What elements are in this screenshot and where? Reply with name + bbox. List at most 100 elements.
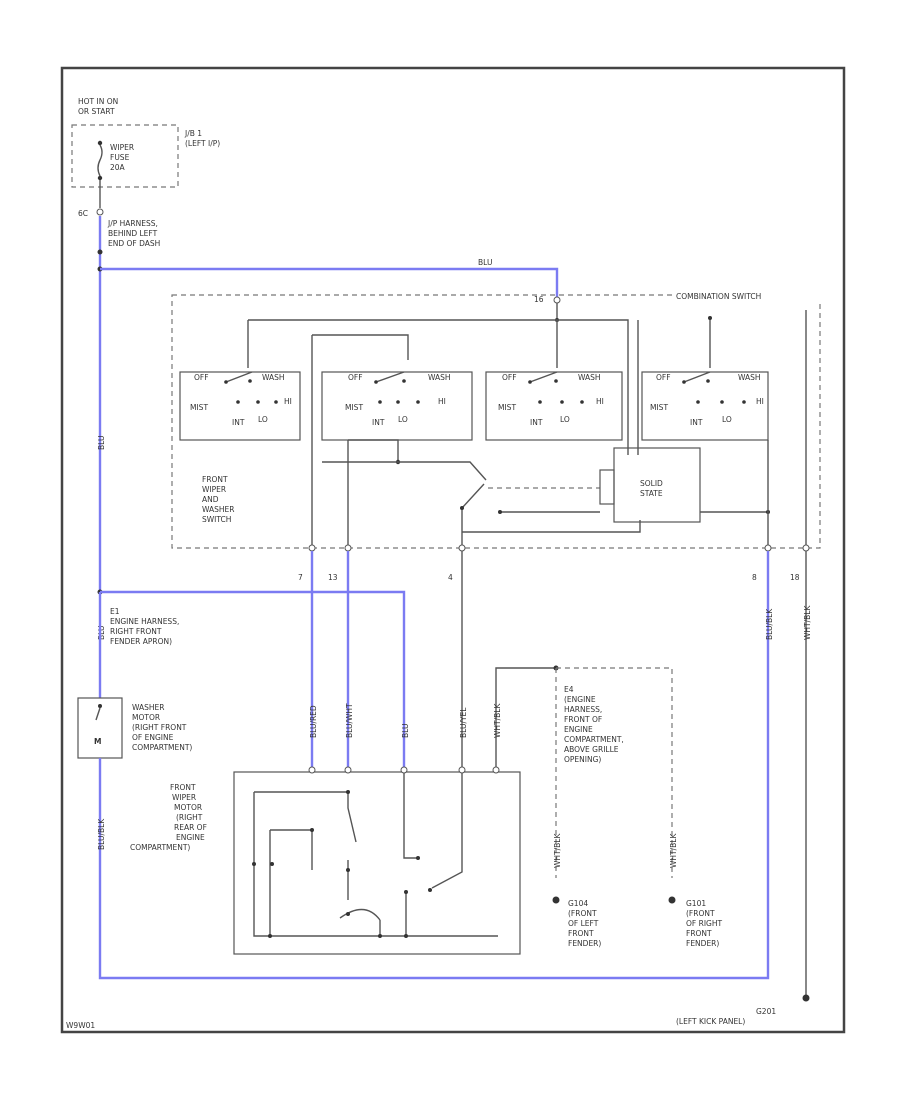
sw1-mist: MIST bbox=[190, 403, 208, 412]
sw3-contact-e bbox=[580, 400, 584, 404]
wht-blk-wire bbox=[495, 667, 556, 768]
ground-g101-label-5: FENDER) bbox=[686, 939, 719, 948]
sw2-blade bbox=[375, 371, 405, 383]
wiper-motor-box bbox=[233, 771, 521, 955]
blu-e1-wire-label: BLU bbox=[97, 626, 106, 640]
sw4-contact-c bbox=[696, 400, 700, 404]
sw4-contact-a bbox=[682, 380, 686, 384]
fuse-terminal-label: 6C bbox=[78, 209, 88, 218]
splice-e1-label-2: ENGINE HARNESS, bbox=[110, 617, 179, 626]
splice-e4-label-7: ABOVE GRILLE bbox=[564, 745, 619, 754]
blu-motor-wire-label: BLU bbox=[401, 724, 410, 738]
sw4-contact-e bbox=[742, 400, 746, 404]
ground-g104-label-4: FRONT bbox=[568, 929, 594, 938]
sw2-contact-d bbox=[396, 400, 400, 404]
washer-motor-label-2: MOTOR bbox=[132, 713, 160, 722]
fuse-terminal bbox=[96, 208, 104, 216]
sw1-contact-d bbox=[256, 400, 260, 404]
sw3-int: INT bbox=[530, 418, 543, 427]
wiper-switch-label-5: SWITCH bbox=[202, 515, 231, 524]
jb-label-1: J/B 1 bbox=[184, 129, 202, 138]
ground-g201-label-1: G201 bbox=[756, 1007, 776, 1016]
ground-g104 bbox=[552, 896, 560, 904]
combo-pin-18 bbox=[802, 544, 810, 552]
sw4-lo: LO bbox=[722, 415, 732, 424]
ground-g104-label-5: FENDER) bbox=[568, 939, 601, 948]
motor-node-i bbox=[416, 856, 420, 860]
washer-motor-symbol: M bbox=[94, 737, 101, 746]
splice-e4-label-3: HARNESS, bbox=[564, 705, 602, 714]
fuse-bottom-dot bbox=[97, 175, 103, 181]
motor-node-e bbox=[270, 862, 274, 866]
wht-blk-wire-label: WHT/BLK bbox=[493, 703, 502, 738]
switch-feed-bus bbox=[248, 319, 629, 455]
pin-label-7: 7 bbox=[298, 573, 303, 582]
motor-park-feed bbox=[403, 773, 418, 859]
ground-g104-label-2: (FRONT bbox=[568, 909, 597, 918]
motor-internal-a bbox=[254, 791, 357, 843]
motor-node-h bbox=[378, 934, 382, 938]
motor-node-a bbox=[346, 790, 350, 794]
combo-pin-8 bbox=[764, 544, 772, 552]
wiper-motor-label-3: MOTOR bbox=[174, 803, 202, 812]
wiper-switch-label-3: AND bbox=[202, 495, 219, 504]
sw2-mist: MIST bbox=[345, 403, 363, 412]
combination-terminal-label: 16 bbox=[534, 295, 544, 304]
sw1-lo: LO bbox=[258, 415, 268, 424]
sw2-int: INT bbox=[372, 418, 385, 427]
sw2-feed bbox=[312, 334, 409, 360]
motor-node-d bbox=[252, 862, 256, 866]
ground-g101 bbox=[668, 896, 676, 904]
splice-e4-label-4: FRONT OF bbox=[564, 715, 602, 724]
switch-deck-4 bbox=[641, 371, 769, 441]
washer-motor-label-1: WASHER bbox=[132, 703, 165, 712]
blu-top-wire bbox=[100, 267, 559, 300]
switch-deck-1 bbox=[179, 371, 301, 441]
fuse-label-2: FUSE bbox=[110, 153, 130, 162]
ground-g104-label-3: OF LEFT bbox=[568, 919, 599, 928]
solid-state-label-1: SOLID bbox=[640, 479, 663, 488]
combination-terminal bbox=[553, 296, 561, 304]
splice-e4-label-2: (ENGINE bbox=[564, 695, 596, 704]
sw2-wash: WASH bbox=[428, 373, 451, 382]
ground-g101-label-4: FRONT bbox=[686, 929, 712, 938]
combination-title-bg bbox=[672, 290, 824, 302]
sw4-feed-dot bbox=[708, 316, 712, 320]
sw4-blade bbox=[683, 371, 711, 383]
washer-motor-label-3: (RIGHT FRONT bbox=[132, 723, 187, 732]
ground-g101-label-3: OF RIGHT bbox=[686, 919, 722, 928]
motor-pin-4 bbox=[458, 766, 466, 774]
motor-brush-lo bbox=[270, 829, 313, 870]
sw3-blade bbox=[529, 371, 558, 383]
combination-switch-box bbox=[171, 294, 821, 549]
motor-node-f bbox=[346, 868, 350, 872]
diagram-frame bbox=[60, 66, 846, 1034]
motor-pin-5 bbox=[492, 766, 500, 774]
solid-state-connector bbox=[599, 469, 615, 505]
ground-g104-label-1: G104 bbox=[568, 899, 588, 908]
washer-motor-top-dot bbox=[98, 704, 102, 708]
blu-blk-left-label: BLU/BLK bbox=[97, 818, 106, 850]
wiper-switch-label-4: WASHER bbox=[202, 505, 235, 514]
sw2-lo: LO bbox=[398, 415, 408, 424]
motor-node-j bbox=[428, 888, 432, 892]
pin-label-4: 4 bbox=[448, 573, 453, 582]
washer-motor-label-4: OF ENGINE bbox=[132, 733, 174, 742]
washer-motor-label-5: COMPARTMENT) bbox=[132, 743, 192, 752]
pin-label-18: 18 bbox=[790, 573, 800, 582]
motor-armature bbox=[339, 860, 381, 921]
sw1-contact-b bbox=[248, 379, 252, 383]
wiper-motor-label-6: ENGINE bbox=[176, 833, 205, 842]
splice-e4-label-8: OPENING) bbox=[564, 755, 601, 764]
fuse-icon bbox=[97, 144, 103, 177]
splice-top-label-2: BEHIND LEFT bbox=[108, 229, 158, 238]
solid-state-label-2: STATE bbox=[640, 489, 663, 498]
fuse-top-dot bbox=[97, 140, 103, 146]
sw1-wash: WASH bbox=[262, 373, 285, 382]
washer-motor-icon bbox=[95, 707, 101, 721]
wiper-motor-label-7: COMPARTMENT) bbox=[130, 843, 190, 852]
sw1-int: INT bbox=[232, 418, 245, 427]
blu-blk-return-wire bbox=[98, 551, 770, 980]
hot-label-1: HOT IN ON bbox=[78, 97, 118, 106]
pin-label-13: 13 bbox=[328, 573, 338, 582]
